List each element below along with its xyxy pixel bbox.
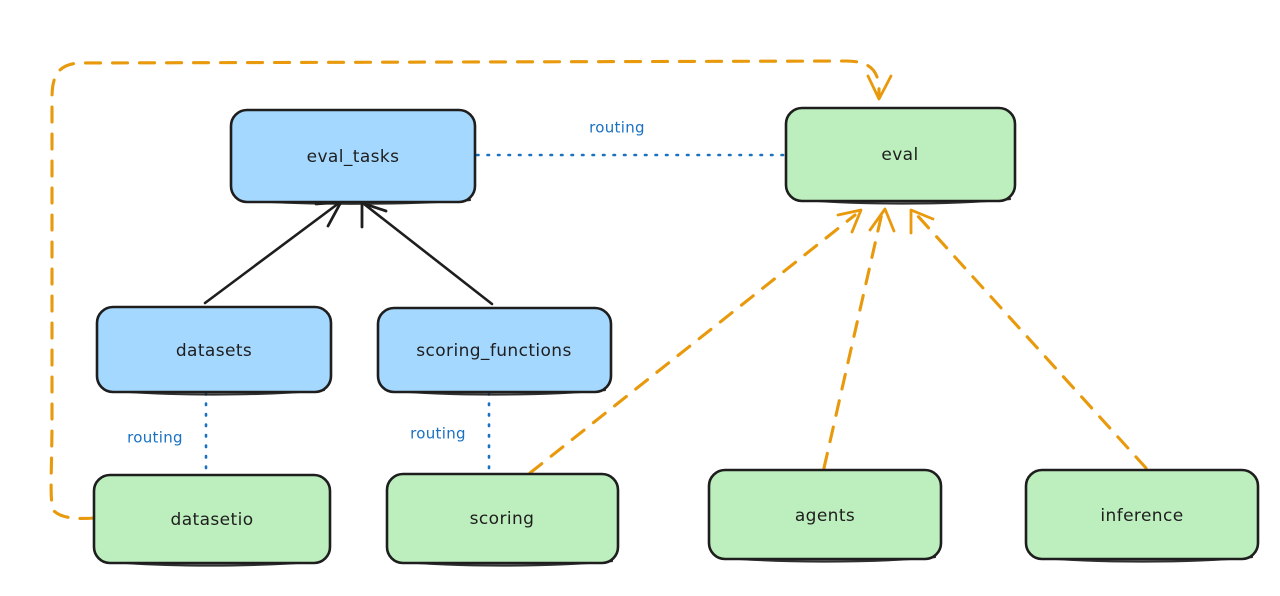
- edge-label-routing-scoring: routing: [410, 425, 466, 443]
- node-eval-label: eval: [881, 145, 918, 165]
- node-agents-label: agents: [795, 506, 855, 526]
- node-scoring-label: scoring: [470, 509, 535, 529]
- edge-datasetio-eval: [49, 59, 893, 521]
- edge-scoring-eval: [528, 208, 863, 475]
- node-inference[interactable]: inference: [1024, 468, 1260, 563]
- node-datasets-label: datasets: [176, 341, 252, 361]
- edge-datasets-eval_tasks: [203, 200, 343, 305]
- edge-label-routing-datasetio: routing: [127, 429, 183, 447]
- node-agents-box[interactable]: [707, 468, 943, 561]
- node-scoring-functions-box[interactable]: [376, 306, 613, 394]
- node-eval[interactable]: eval: [784, 106, 1017, 205]
- node-scoring[interactable]: scoring: [385, 472, 620, 567]
- node-datasets[interactable]: datasets: [95, 305, 333, 396]
- node-datasets-box[interactable]: [95, 305, 333, 394]
- node-eval-tasks[interactable]: eval_tasks: [229, 108, 477, 205]
- node-eval-tasks-label: eval_tasks: [307, 147, 400, 167]
- node-datasetio-label: datasetio: [171, 510, 254, 530]
- edge-agents-eval: [822, 207, 896, 470]
- node-inference-box[interactable]: [1024, 468, 1260, 561]
- edge-inference-eval: [909, 208, 1148, 470]
- edge-scoring_functions-eval_tasks: [360, 201, 494, 306]
- node-datasetio[interactable]: datasetio: [92, 473, 332, 567]
- node-inference-label: inference: [1100, 506, 1183, 526]
- node-agents[interactable]: agents: [707, 468, 943, 563]
- node-eval-box[interactable]: [784, 106, 1017, 203]
- node-scoring-functions-label: scoring_functions: [416, 341, 571, 361]
- node-datasetio-box[interactable]: [92, 473, 332, 565]
- node-scoring-functions[interactable]: scoring_functions: [376, 306, 613, 396]
- node-eval-tasks-box[interactable]: [229, 108, 477, 204]
- node-scoring-box[interactable]: [385, 472, 620, 565]
- edge-label-routing-eval: routing: [589, 119, 645, 137]
